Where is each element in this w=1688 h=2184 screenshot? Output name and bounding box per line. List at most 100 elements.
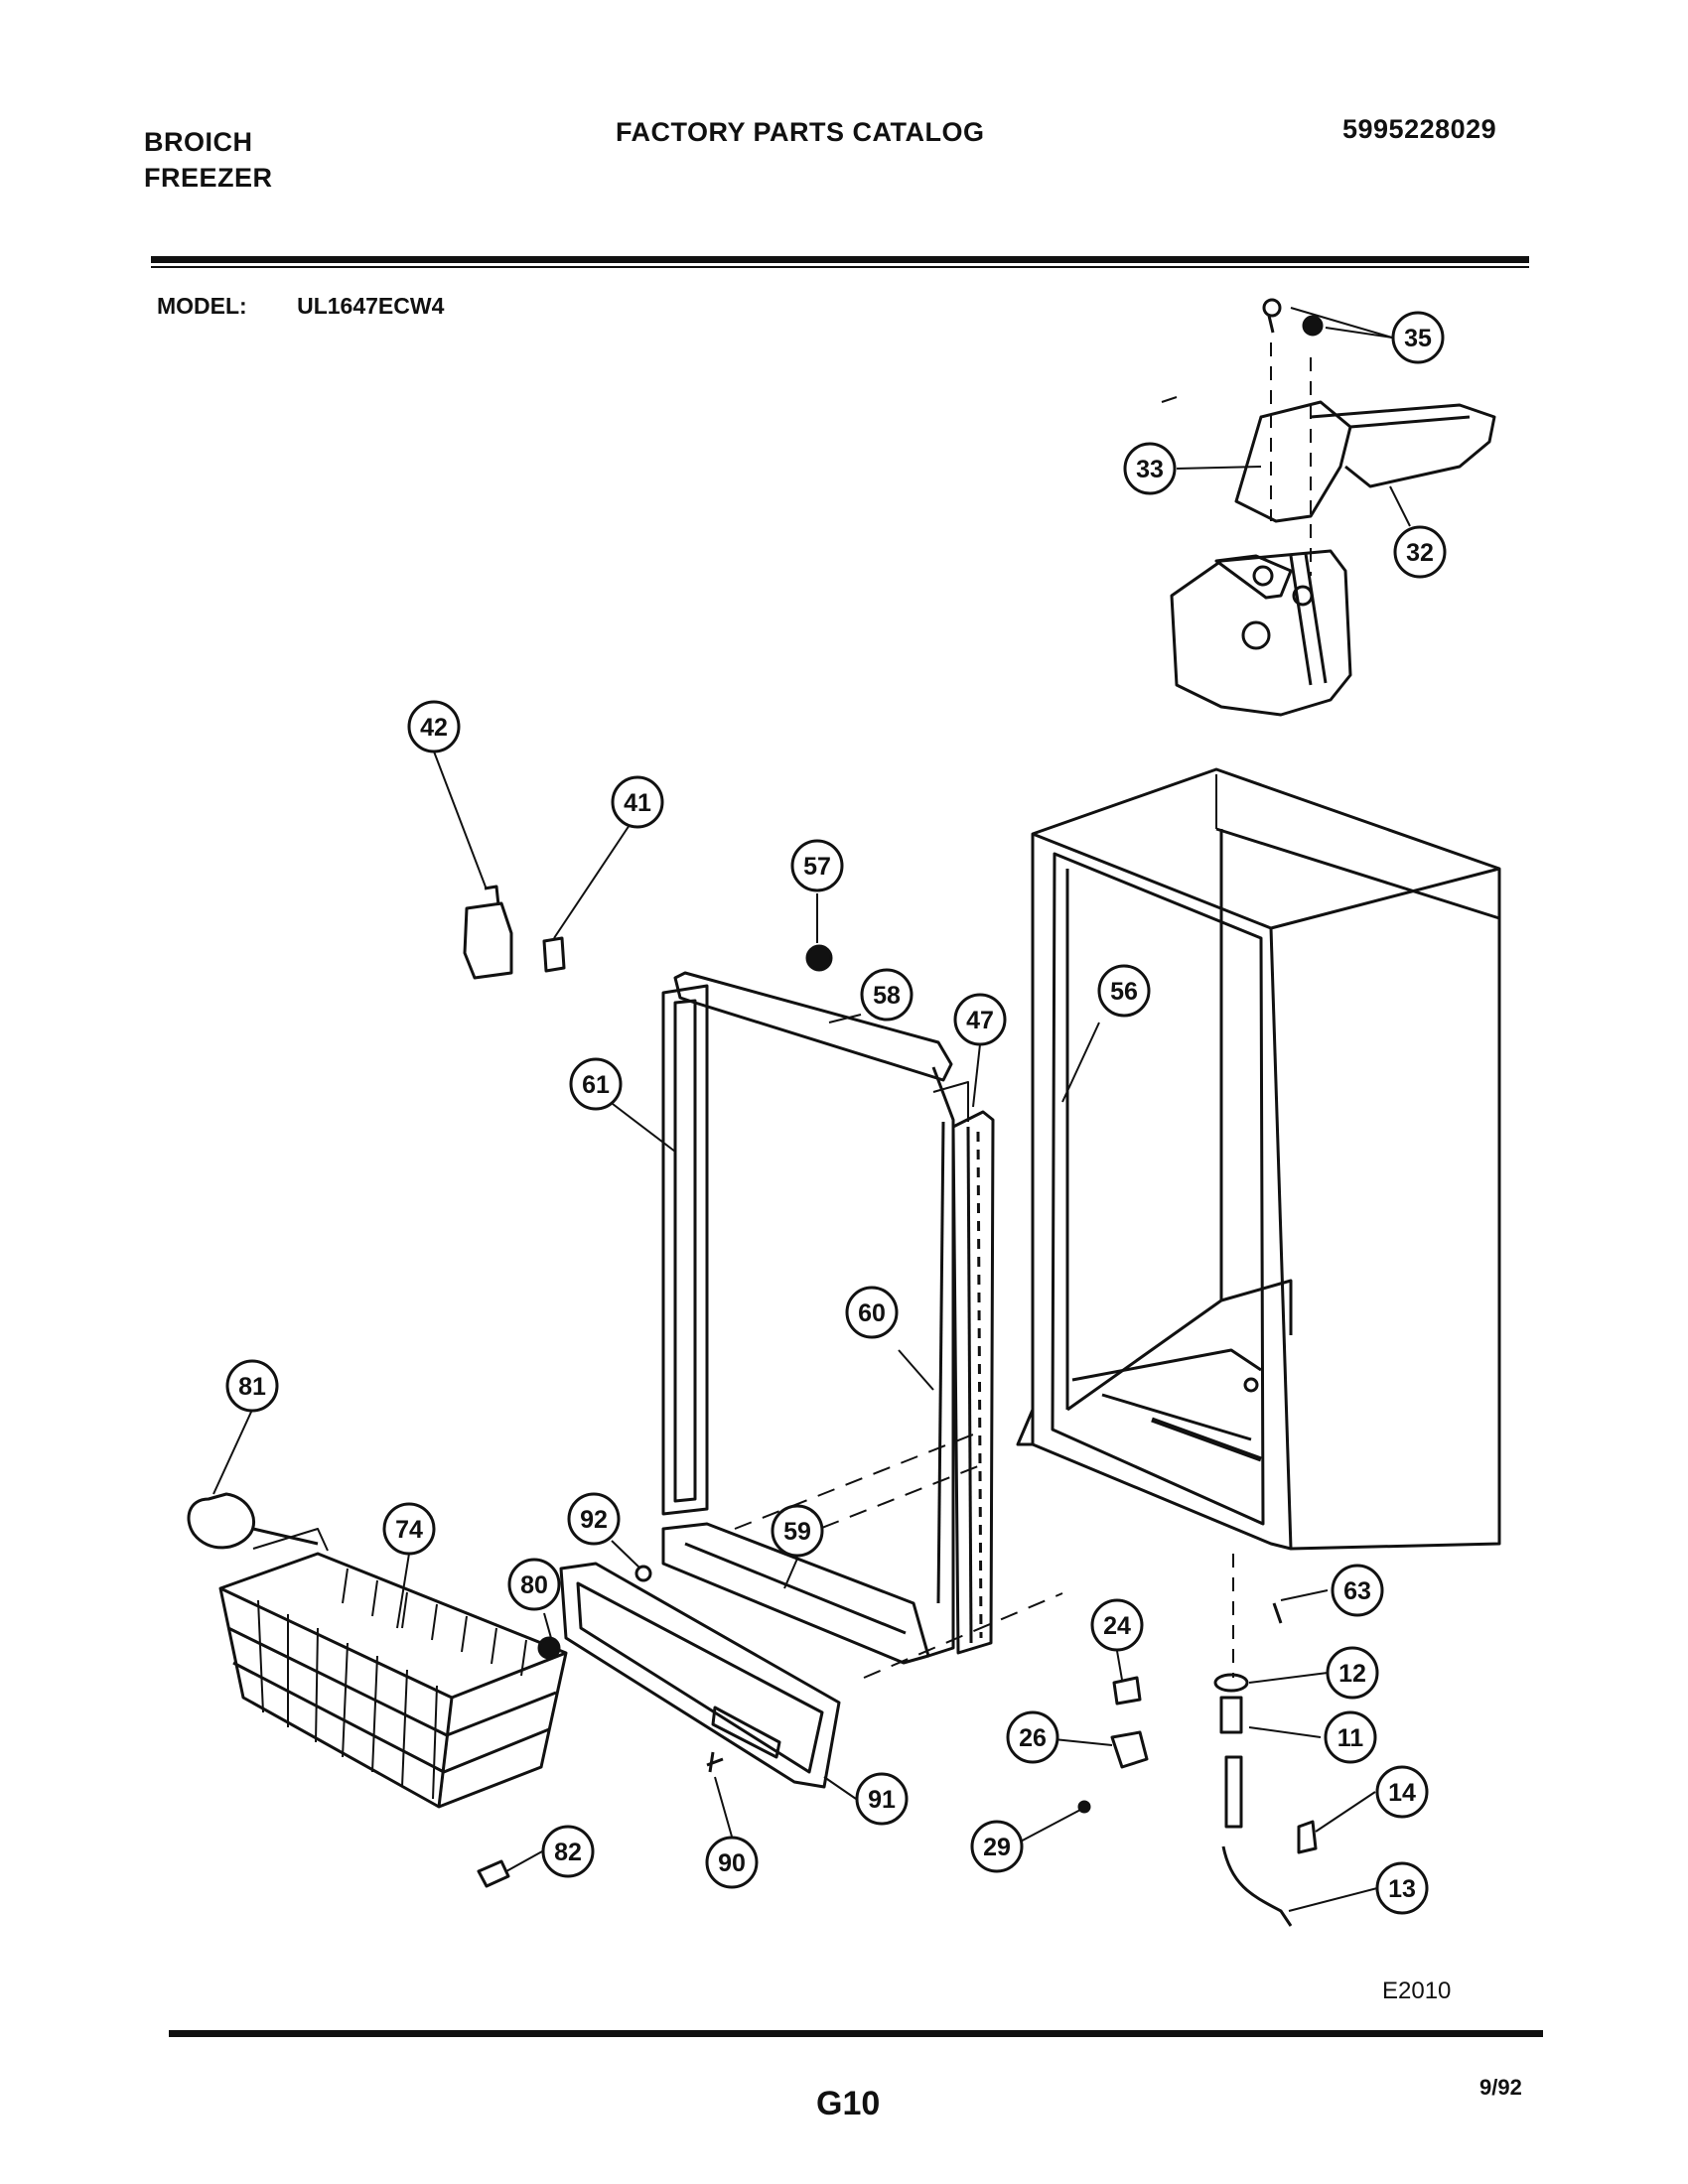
small-parts-drawing	[187, 885, 1318, 1927]
door-panel-drawing	[932, 1081, 995, 1655]
header-rule	[151, 256, 1529, 263]
callout-circle	[1006, 1710, 1059, 1764]
callout-number: 57	[803, 853, 831, 881]
callout-circle	[1326, 1646, 1379, 1700]
callout-circle	[611, 775, 664, 829]
callout-number: 14	[1388, 1779, 1416, 1807]
header-rule-thin	[151, 266, 1529, 268]
door-front-trim-drawing	[559, 1562, 841, 1789]
callout-number: 61	[582, 1071, 610, 1099]
leader-lines	[212, 307, 1411, 1912]
callout-circle	[1123, 442, 1177, 495]
callout-circle	[1331, 1564, 1384, 1617]
callout-circle	[382, 1502, 436, 1556]
callout-35: 35	[1391, 311, 1445, 364]
callout-11: 11	[1324, 1710, 1377, 1764]
callout-26: 26	[1006, 1710, 1059, 1764]
callout-number: 74	[395, 1516, 423, 1544]
callout-circle	[1375, 1861, 1429, 1915]
callout-number: 32	[1406, 539, 1434, 567]
callout-number: 90	[718, 1849, 746, 1877]
callout-circle	[567, 1492, 621, 1546]
callout-24: 24	[1090, 1598, 1144, 1652]
door-gasket-drawing	[661, 971, 955, 1665]
callout-circle	[569, 1057, 623, 1111]
callout-circle	[407, 700, 461, 753]
callout-47: 47	[953, 993, 1007, 1046]
callout-number: 59	[783, 1518, 811, 1546]
cabinet-drawing	[1016, 767, 1501, 1551]
callout-bubbles: 35 33 32 42 41 57 58 47 56 61 60 81 74 92 59 80 24 63 12 26…	[225, 311, 1447, 1915]
brand-name: BROICH FREEZER	[144, 124, 273, 196]
callout-14: 14	[1375, 1765, 1429, 1819]
callout-number: 29	[983, 1834, 1011, 1861]
revision-date: 9/92	[1479, 2075, 1522, 2100]
callout-circle	[1324, 1710, 1377, 1764]
callout-number: 24	[1103, 1612, 1131, 1640]
callout-circle	[1097, 964, 1151, 1018]
callout-number: 63	[1343, 1577, 1371, 1605]
callout-number: 58	[873, 982, 901, 1010]
callout-number: 26	[1019, 1724, 1047, 1752]
callout-57: 57	[790, 839, 844, 892]
callout-number: 13	[1388, 1875, 1416, 1903]
callout-number: 42	[420, 714, 448, 742]
callout-number: 11	[1337, 1724, 1364, 1752]
brand-line-1: BROICH	[144, 127, 253, 157]
callout-circle	[771, 1504, 824, 1558]
callout-59: 59	[771, 1504, 824, 1558]
page-number: G10	[816, 2085, 881, 2122]
callout-circle	[541, 1825, 595, 1878]
callout-33: 33	[1123, 442, 1177, 495]
callout-circle	[1090, 1598, 1144, 1652]
callout-number: 81	[238, 1373, 266, 1401]
callout-number: 82	[554, 1839, 582, 1866]
callout-circle	[1393, 525, 1447, 579]
callout-number: 33	[1136, 456, 1164, 483]
callout-91: 91	[855, 1772, 909, 1826]
model-value: UL1647ECW4	[297, 293, 445, 319]
catalog-number: 5995228029	[1342, 114, 1497, 144]
callout-circle	[970, 1820, 1024, 1873]
callout-80: 80	[507, 1558, 561, 1611]
callout-circle	[855, 1772, 909, 1826]
callout-12: 12	[1326, 1646, 1379, 1700]
callout-29: 29	[970, 1820, 1024, 1873]
callout-32: 32	[1393, 525, 1447, 579]
callout-number: 41	[624, 789, 651, 817]
callout-58: 58	[860, 968, 914, 1022]
storage-basket-drawing	[218, 1528, 568, 1809]
catalog-title: FACTORY PARTS CATALOG	[616, 117, 985, 147]
callout-circle	[953, 993, 1007, 1046]
callout-81: 81	[225, 1359, 279, 1413]
callout-circle	[845, 1286, 899, 1339]
callout-13: 13	[1375, 1861, 1429, 1915]
callout-number: 60	[858, 1299, 886, 1327]
callout-circle	[790, 839, 844, 892]
callout-number: 35	[1404, 325, 1432, 352]
callout-42: 42	[407, 700, 461, 753]
callout-number: 47	[966, 1007, 994, 1034]
model-row: MODEL: UL1647ECW4	[157, 293, 444, 320]
callout-circle	[507, 1558, 561, 1611]
brand-line-2: FREEZER	[144, 163, 273, 193]
callout-circle	[860, 968, 914, 1022]
model-label: MODEL:	[157, 293, 247, 319]
callout-63: 63	[1331, 1564, 1384, 1617]
callout-number: 80	[520, 1571, 548, 1599]
callout-90: 90	[705, 1836, 759, 1889]
callout-number: 12	[1338, 1660, 1366, 1688]
callout-number: 91	[868, 1786, 896, 1814]
callout-circle	[1375, 1765, 1429, 1819]
callout-circle	[1391, 311, 1445, 364]
callout-60: 60	[845, 1286, 899, 1339]
footer-rule	[169, 2030, 1543, 2037]
callout-circle	[705, 1836, 759, 1889]
assembly-lines	[734, 1433, 1063, 1679]
callout-number: 92	[580, 1506, 608, 1534]
drawing-code: E2010	[1382, 1978, 1452, 2004]
callout-74: 74	[382, 1502, 436, 1556]
thermostat-assembly-drawing	[1161, 298, 1496, 717]
callout-number: 56	[1110, 978, 1138, 1006]
